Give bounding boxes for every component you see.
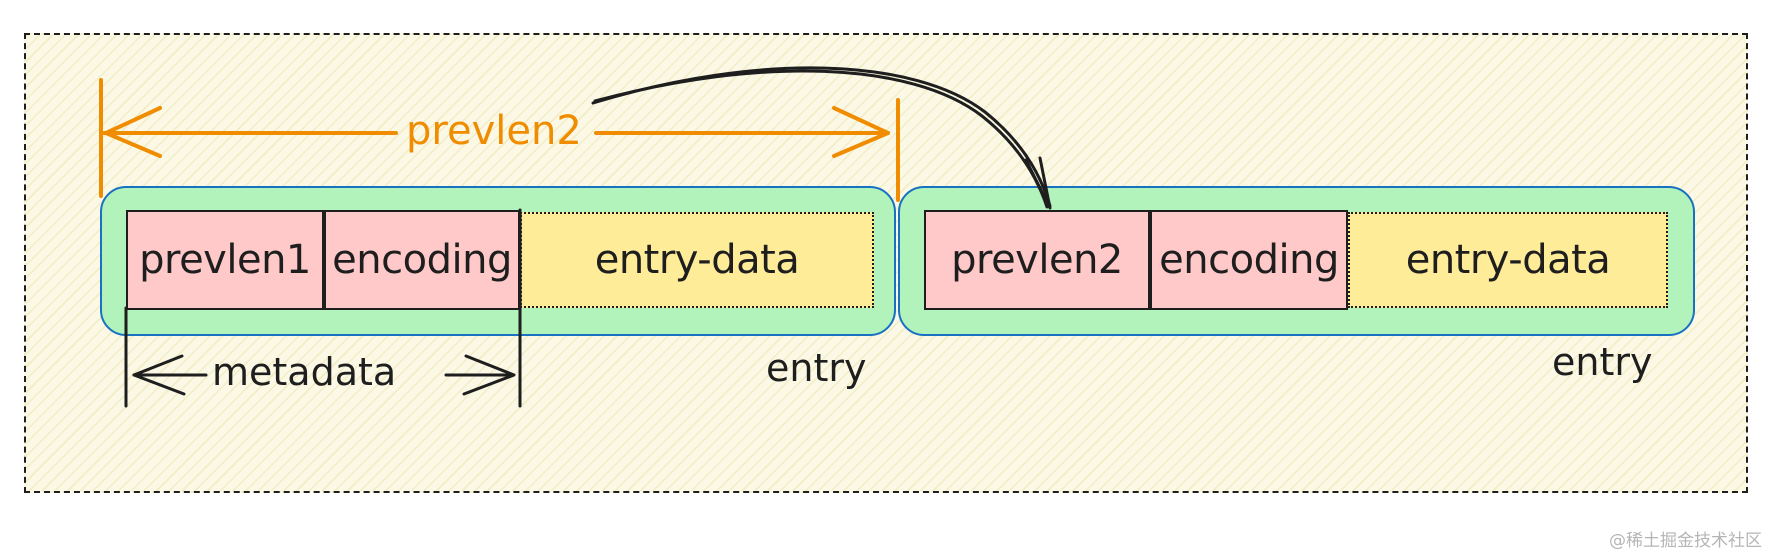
entry-1-label: entry — [766, 346, 867, 390]
entry-2-data-cell: entry-data — [1348, 212, 1668, 308]
entry-1-encoding-cell: encoding — [324, 210, 520, 310]
entry-2-label: entry — [1552, 340, 1653, 384]
entry-2-encoding-cell: encoding — [1150, 210, 1348, 310]
entry-2-prevlen-cell: prevlen2 — [924, 210, 1150, 310]
entry-1-data-cell: entry-data — [520, 212, 874, 308]
metadata-span-label: metadata — [212, 350, 397, 394]
prevlen-span-label: prevlen2 — [406, 108, 582, 154]
entry-1-prevlen-cell: prevlen1 — [126, 210, 324, 310]
watermark: @稀土掘金技术社区 — [1609, 531, 1762, 551]
